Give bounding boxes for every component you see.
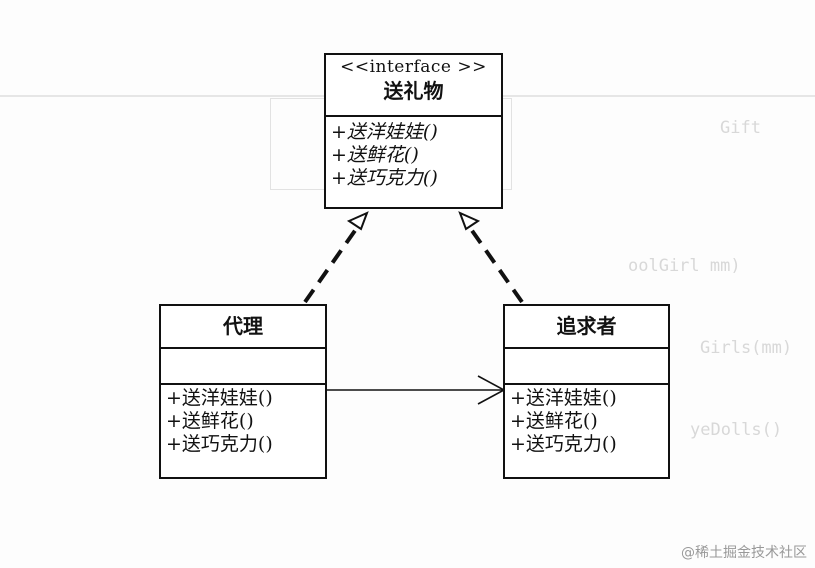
interface-gift-class: <<interface >> 送礼物 +送洋娃娃() +送鲜花() +送巧克力(…	[324, 53, 503, 209]
proxy-name: 代理	[223, 314, 263, 338]
proxy-operation: +送洋娃娃()	[166, 387, 273, 409]
realization-line-proxy	[303, 220, 363, 304]
proxy-operation: +送鲜花()	[166, 410, 254, 432]
proxy-operation: +送巧克力()	[166, 433, 273, 455]
pursuer-operation: +送洋娃娃()	[510, 387, 617, 409]
realization-arrowhead-pursuer	[458, 211, 481, 231]
interface-operation: +送洋娃娃()	[331, 121, 438, 143]
background-code-line-3: Girls(mm)	[700, 338, 793, 358]
proxy-class: 代理 +送洋娃娃() +送鲜花() +送巧克力()	[159, 304, 327, 479]
interface-stereotype: <<interface >>	[340, 57, 487, 77]
background-code-line-2: oolGirl mm)	[628, 256, 741, 276]
realization-arrowhead-proxy	[346, 211, 369, 231]
background-code-line-4: yeDolls()	[690, 420, 783, 440]
pursuer-attributes	[505, 347, 668, 383]
proxy-attributes	[161, 347, 325, 383]
pursuer-operations: +送洋娃娃() +送鲜花() +送巧克力()	[505, 383, 668, 456]
interface-operation: +送鲜花()	[331, 144, 419, 166]
realization-line-pursuer	[464, 220, 524, 304]
background-code-line-1: Gift	[720, 118, 761, 138]
pursuer-operation: +送巧克力()	[510, 433, 617, 455]
interface-operations: +送洋娃娃() +送鲜花() +送巧克力()	[326, 115, 501, 190]
interface-name: 送礼物	[383, 79, 444, 103]
pursuer-operation: +送鲜花()	[510, 410, 598, 432]
pursuer-class: 追求者 +送洋娃娃() +送鲜花() +送巧克力()	[503, 304, 670, 479]
interface-operation: +送巧克力()	[331, 167, 438, 189]
interface-header: <<interface >> 送礼物	[326, 55, 501, 115]
watermark: @稀土掘金技术社区	[681, 545, 807, 561]
pursuer-name: 追求者	[556, 314, 617, 338]
proxy-operations: +送洋娃娃() +送鲜花() +送巧克力()	[161, 383, 325, 456]
